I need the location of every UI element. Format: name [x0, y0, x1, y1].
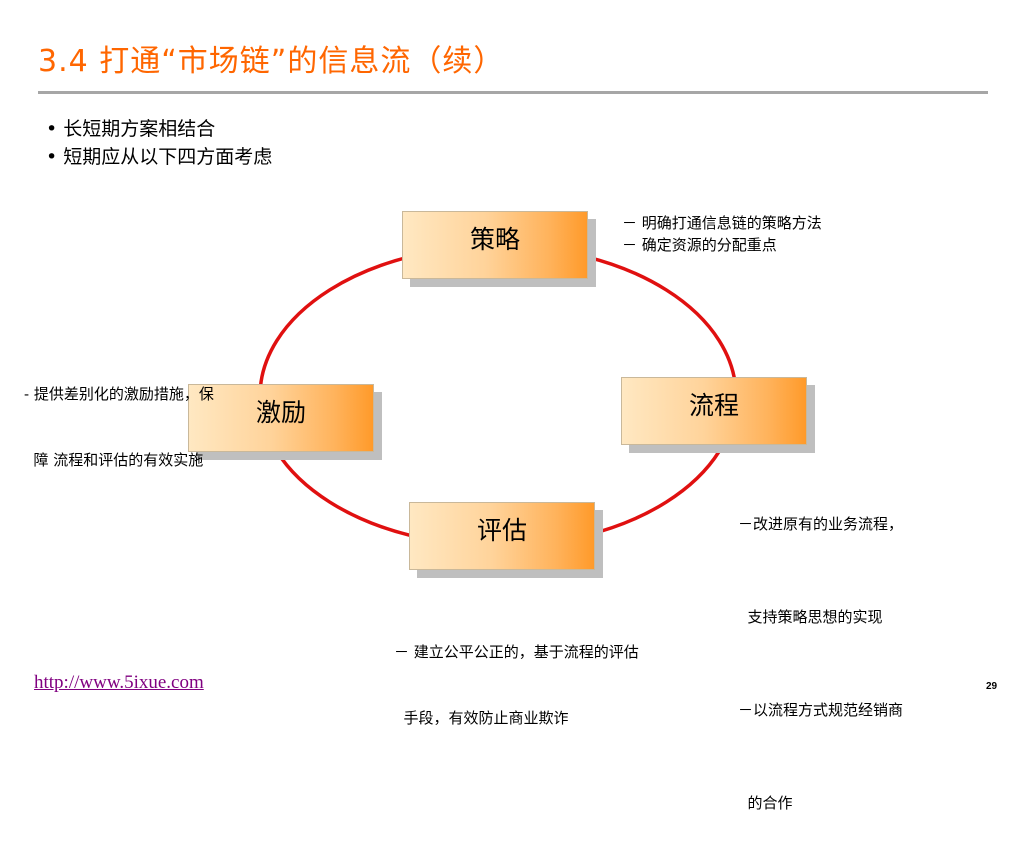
process-note: 支持策略思想的实现	[738, 608, 883, 626]
process-label: 流程	[688, 391, 739, 420]
evaluation-box: 评估	[409, 502, 595, 570]
incentive-box: 激励	[188, 384, 374, 452]
strategy-note: － 确定资源的分配重点	[622, 236, 777, 254]
incentive-note: 障 流程和评估的有效实施	[24, 451, 204, 469]
page-title: 3.4 打通“市场链”的信息流（续）	[38, 44, 505, 79]
incentive-notes: - 提供差别化的激励措施，保 障 流程和评估的有效实施	[24, 339, 214, 493]
bullet-list: 长短期方案相结合 短期应从以下四方面考虑	[46, 115, 272, 171]
strategy-notes: － 明确打通信息链的策略方法 － 确定资源的分配重点	[622, 212, 822, 256]
evaluation-note: － 建立公平公正的，基于流程的评估	[394, 643, 639, 661]
bullet-item: 短期应从以下四方面考虑	[46, 143, 272, 171]
process-box: 流程	[621, 377, 807, 445]
page-number: 29	[986, 681, 998, 692]
incentive-note: - 提供差别化的激励措施，保	[24, 385, 214, 403]
process-note: 的合作	[738, 794, 793, 812]
strategy-box: 策略	[402, 211, 588, 279]
footer-link[interactable]: http://www.5ixue.com	[34, 672, 204, 693]
evaluation-note: 手段，有效防止商业欺诈	[394, 709, 569, 727]
process-notes: －改进原有的业务流程， 支持策略思想的实现 －以流程方式规范经销商 的合作	[738, 447, 903, 850]
title-divider	[38, 91, 988, 94]
strategy-note: － 明确打通信息链的策略方法	[622, 214, 822, 232]
evaluation-label: 评估	[476, 516, 527, 545]
process-note: －改进原有的业务流程，	[738, 515, 904, 533]
process-note: －以流程方式规范经销商	[738, 701, 904, 719]
bullet-item: 长短期方案相结合	[46, 115, 272, 143]
strategy-label: 策略	[469, 225, 520, 254]
evaluation-notes: － 建立公平公正的，基于流程的评估 手段，有效防止商业欺诈	[394, 597, 639, 751]
incentive-label: 激励	[255, 398, 306, 427]
